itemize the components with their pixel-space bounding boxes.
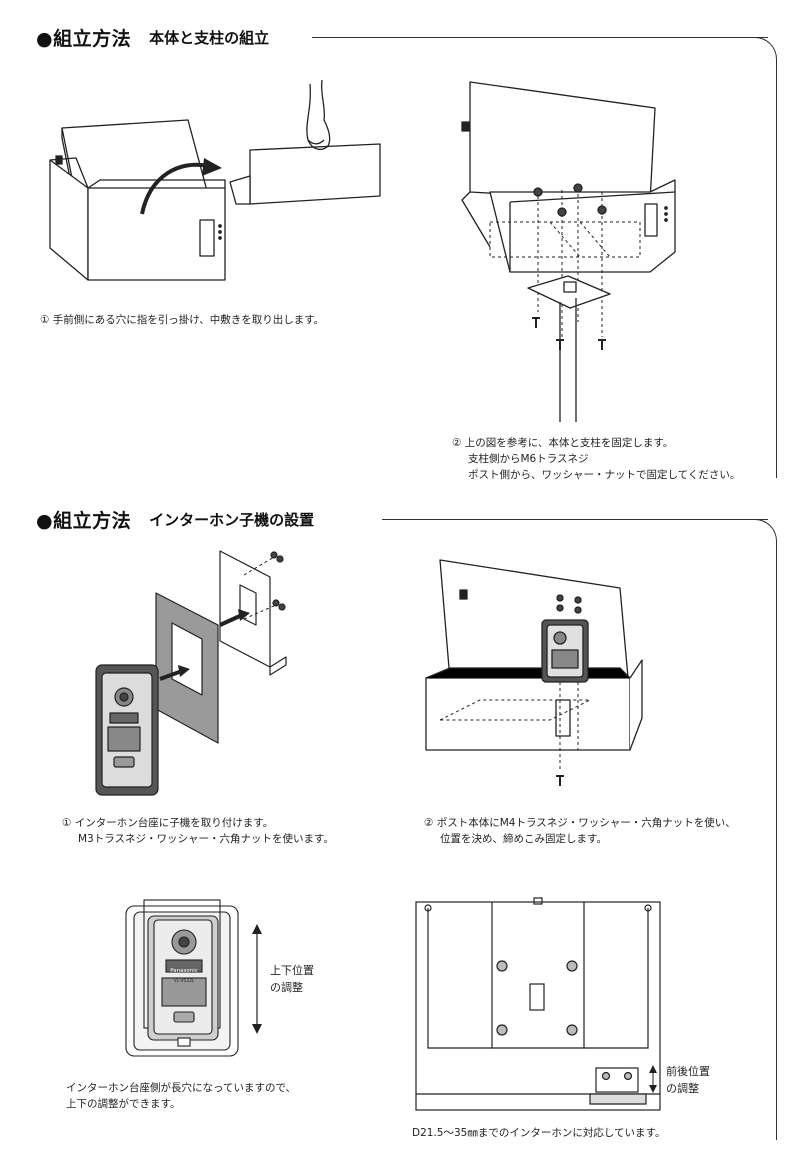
front-back-adjust-line2: の調整 (666, 1082, 699, 1095)
section1-step1-caption: ① 手前側にある穴に指を引っ掛け、中敷きを取り出します。 (40, 312, 324, 328)
section1-step1-text: ① 手前側にある穴に指を引っ掛け、中敷きを取り出します。 (40, 314, 325, 326)
section1-step2-line3: ポスト側から、ワッシャー・ナットで固定してください。 (468, 469, 741, 481)
intercom-brand-label: Panasonic (170, 968, 198, 974)
section1-heading-lead: ●組立方法 (36, 27, 132, 50)
section2-step2-caption: ② ポスト本体にM4トラスネジ・ワッシャー・六角ナットを使い、 位置を決め、締め… (424, 815, 736, 847)
section1-step2-line2: 支柱側からM6トラスネジ (468, 453, 589, 465)
section2-heading-lead: ●組立方法 (36, 509, 132, 532)
section1-heading: ●組立方法 本体と支柱の組立 (36, 24, 269, 50)
section2-heading-subtitle: インターホン子機の設置 (149, 510, 315, 529)
section2-step1-caption: ① インターホン台座に子機を取り付けます。 M3トラスネジ・ワッシャー・六角ナッ… (62, 815, 334, 847)
section2-step1-line1: ① インターホン台座に子機を取り付けます。 (62, 817, 274, 829)
section2-step2-line2: 位置を決め、締めこみ固定します。 (440, 833, 607, 845)
section2-note-bottom-right: D21.5〜35㎜までのインターホンに対応しています。 (412, 1125, 665, 1141)
note-bottom-right-text: D21.5〜35㎜までのインターホンに対応しています。 (412, 1127, 666, 1139)
front-back-adjust-line1: 前後位置 (666, 1065, 710, 1078)
front-back-adjust-label: 前後位置 の調整 (666, 1063, 710, 1097)
figure-pole-mount (461, 81, 676, 422)
figure-front-back-adjustment (415, 897, 661, 1111)
vertical-adjust-line2: の調整 (270, 981, 303, 994)
figure-intercom-in-box (425, 559, 643, 786)
section1-heading-subtitle: 本体と支柱の組立 (149, 28, 270, 47)
section1-step2-line1: ② 上の図を参考に、本体と支柱を固定します。 (452, 437, 674, 449)
section1-frame-corner (740, 37, 777, 478)
figure-tray-removal (49, 79, 381, 281)
vertical-adjust-label: 上下位置 の調整 (270, 962, 314, 996)
front-back-adjust-arrow-icon (649, 1065, 657, 1093)
section1-step2-caption: ② 上の図を参考に、本体と支柱を固定します。 支柱側からM6トラスネジ ポスト側… (452, 435, 740, 483)
section2-heading: ●組立方法 インターホン子機の設置 (36, 506, 314, 532)
vertical-adjust-arrow-icon (252, 924, 262, 1034)
vertical-adjust-line1: 上下位置 (270, 964, 314, 977)
section2-step1-line2: M3トラスネジ・ワッシャー・六角ナットを使います。 (78, 833, 334, 845)
section1-heading-rule (312, 37, 768, 38)
section2-step2-line1: ② ポスト本体にM4トラスネジ・ワッシャー・六角ナットを使い、 (424, 817, 736, 829)
section2-frame-corner (740, 519, 777, 1140)
figure-vertical-adjustment: Panasonic VL-V522L (125, 899, 239, 1057)
note-bottom-left-line2: 上下の調整ができます。 (66, 1098, 181, 1110)
section2-heading-rule (382, 519, 768, 520)
section2-note-bottom-left: インターホン台座側が長穴になっていますので、 上下の調整ができます。 (66, 1080, 296, 1112)
figure-intercom-plate-assembly (95, 550, 287, 796)
note-bottom-left-line1: インターホン台座側が長穴になっていますので、 (66, 1082, 297, 1094)
intercom-model-label: VL-V522L (173, 978, 195, 984)
